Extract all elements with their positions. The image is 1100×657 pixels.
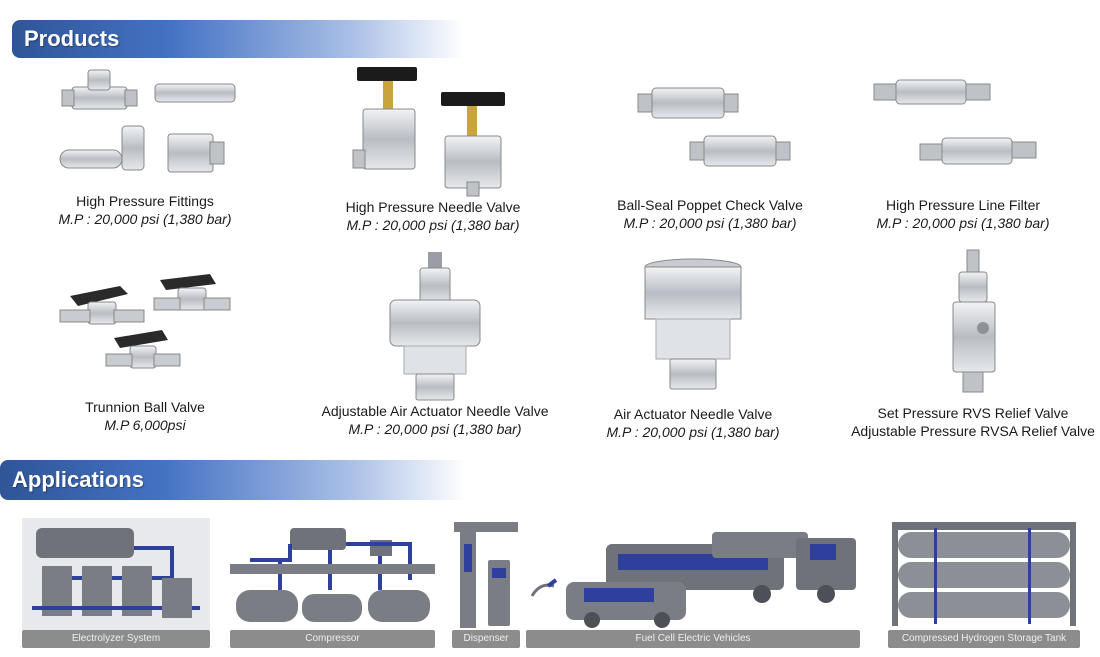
products-section-header: Products [12, 20, 464, 58]
product-name: Air Actuator Needle Valve [613, 406, 773, 422]
application-label: Compressor [230, 630, 435, 648]
application-dispenser: Dispenser [452, 520, 520, 648]
product-ball-seal-poppet-check-valve: Ball-Seal Poppet Check Valve M.P : 20,00… [605, 62, 815, 232]
product-high-pressure-fittings: High Pressure Fittings M.P : 20,000 psi … [45, 62, 245, 228]
needle-valve-image [352, 67, 505, 197]
product-spec: M.P : 20,000 psi (1,380 bar) [623, 215, 797, 231]
dispenser-illustration [454, 522, 518, 628]
product-spec: M.P : 20,000 psi (1,380 bar) [58, 211, 232, 227]
product-spec: M.P : 20,000 psi (1,380 bar) [346, 217, 520, 233]
product-relief-valves: Set Pressure RVS Relief Valve Adjustable… [848, 248, 1098, 440]
product-name: High Pressure Line Filter [885, 197, 1041, 213]
applications-section-header: Applications [0, 460, 466, 500]
application-label: Electrolyzer System [22, 630, 210, 648]
adjustable-actuator-valve-image [389, 252, 481, 401]
compressor-illustration [230, 528, 435, 622]
fuel-cell-vehicles-illustration [530, 532, 856, 628]
product-name: Ball-Seal Poppet Check Valve [617, 197, 803, 213]
application-compressed-hydrogen-storage-tank: Compressed Hydrogen Storage Tank [888, 520, 1080, 648]
product-name-secondary: Adjustable Pressure RVSA Relief Valve [851, 423, 1095, 439]
product-name: High Pressure Needle Valve [345, 199, 521, 215]
relief-valve-image [952, 249, 996, 393]
application-label: Dispenser [452, 630, 520, 648]
product-trunnion-ball-valve: Trunnion Ball Valve M.P 6,000psi [45, 268, 245, 434]
product-spec: M.P 6,000psi [104, 417, 186, 433]
high-pressure-fittings-image [59, 69, 236, 173]
product-spec: M.P : 20,000 psi (1,380 bar) [876, 215, 1050, 231]
electrolyzer-illustration [22, 518, 210, 630]
product-air-actuator-needle-valve: Air Actuator Needle Valve M.P : 20,000 p… [588, 255, 798, 441]
product-high-pressure-line-filter: High Pressure Line Filter M.P : 20,000 p… [863, 62, 1063, 232]
product-name: Adjustable Air Actuator Needle Valve [321, 403, 549, 419]
application-electrolyzer-system: Electrolyzer System [22, 518, 210, 648]
product-name: High Pressure Fittings [76, 193, 214, 209]
product-spec: M.P : 20,000 psi (1,380 bar) [606, 424, 780, 440]
product-name: Trunnion Ball Valve [85, 399, 205, 415]
applications-title: Applications [12, 467, 145, 492]
line-filter-image [873, 79, 1037, 165]
application-label: Compressed Hydrogen Storage Tank [888, 630, 1080, 648]
product-high-pressure-needle-valve: High Pressure Needle Valve M.P : 20,000 … [333, 62, 533, 234]
air-actuator-valve-image [644, 258, 742, 390]
product-spec: M.P : 20,000 psi (1,380 bar) [348, 421, 522, 437]
application-label: Fuel Cell Electric Vehicles [526, 630, 860, 648]
products-title: Products [24, 26, 120, 51]
product-adjustable-air-actuator-needle-valve: Adjustable Air Actuator Needle Valve M.P… [300, 250, 570, 438]
trunnion-ball-valve-image [59, 274, 231, 369]
check-valve-image [637, 87, 791, 167]
storage-tank-illustration [892, 522, 1076, 626]
application-fuel-cell-electric-vehicles: Fuel Cell Electric Vehicles [526, 520, 860, 648]
application-compressor: Compressor [230, 520, 435, 648]
product-name: Set Pressure RVS Relief Valve [877, 405, 1069, 421]
